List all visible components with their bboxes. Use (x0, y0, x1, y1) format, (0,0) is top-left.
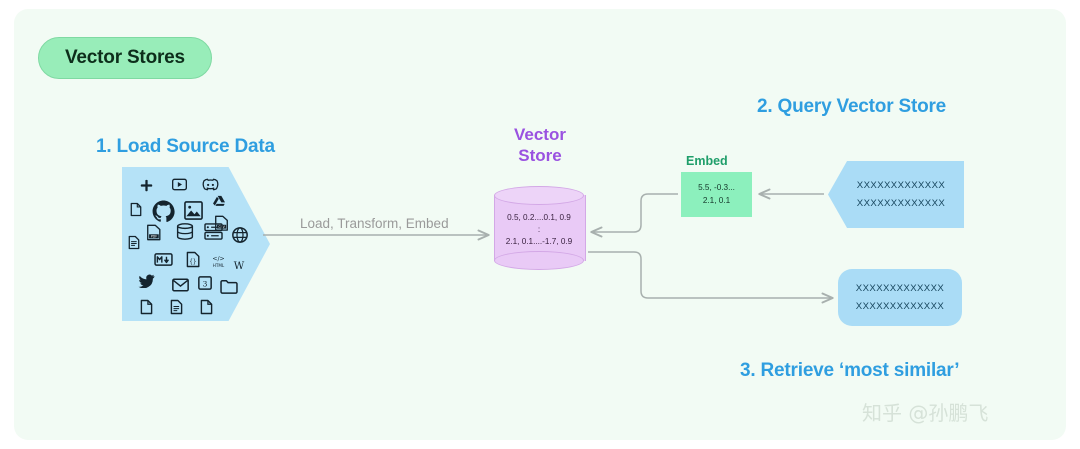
svg-text:PDF: PDF (151, 235, 158, 239)
markdown-icon (154, 253, 173, 266)
result-text-line-2: XXXXXXXXXXXXX (855, 300, 945, 312)
doc-icon-1 (140, 299, 153, 315)
query-input-shape: XXXXXXXXXXXXX XXXXXXXXXXXXX (828, 161, 964, 228)
embed-vector-line-2: 2.1, 0.1 (702, 195, 731, 205)
heading-load-source-data: 1. Load Source Data (96, 136, 275, 157)
vector-store-title-line1: Vector (514, 125, 566, 144)
image-icon (184, 201, 203, 220)
retrieved-result-text: XXXXXXXXXXXXX XXXXXXXXXXXXX (856, 280, 944, 315)
cylinder-vector-ellipsis: : (537, 224, 541, 234)
folder-icon (220, 279, 238, 294)
cylinder-body (494, 195, 586, 261)
text-file-icon (128, 235, 140, 250)
discord-icon (202, 178, 219, 191)
server-icon (204, 223, 223, 240)
cylinder-top (494, 186, 584, 205)
svg-text:HTML: HTML (213, 263, 225, 268)
embed-vector: 5.5, -0.3... 2.1, 0.1 (698, 182, 735, 207)
vector-store-cylinder: 0.5, 0.2....0.1, 0.9 : 2.1, 0.1....-1.7,… (494, 186, 586, 270)
html-icon: </>HTML (210, 254, 227, 269)
embed-label: Embed (686, 154, 728, 168)
vector-store-title-line2: Store (518, 146, 562, 166)
cylinder-bottom (494, 251, 584, 270)
svg-text:3: 3 (203, 279, 208, 288)
wikipedia-icon: W (232, 259, 246, 272)
svg-text:</>: </> (212, 256, 224, 263)
embed-box: 5.5, -0.3... 2.1, 0.1 (681, 172, 752, 217)
figma-icon (140, 179, 153, 192)
evernote-icon: 3 (198, 276, 212, 290)
cylinder-vector-row-1: 0.5, 0.2....0.1, 0.9 (507, 213, 571, 222)
transform-arrow-label: Load, Transform, Embed (300, 216, 449, 231)
query-text-line-1: XXXXXXXXXXXXX (856, 179, 946, 191)
svg-text:{}: {} (189, 260, 196, 266)
page-title-pill: Vector Stores (38, 37, 212, 79)
google-drive-icon (213, 195, 226, 207)
source-data-hexagon: CSV PDF {} (122, 167, 270, 321)
file-blank-icon (130, 202, 142, 217)
doc-icon-2 (170, 299, 183, 315)
vector-store-title: Vector Store (494, 124, 586, 167)
result-text-line-1: XXXXXXXXXXXXX (855, 282, 945, 294)
database-icon (176, 223, 194, 240)
github-icon (152, 200, 175, 223)
json-file-icon: {} (186, 251, 200, 268)
youtube-icon (172, 178, 187, 191)
cylinder-vectors: 0.5, 0.2....0.1, 0.9 : 2.1, 0.1....-1.7,… (494, 212, 584, 248)
heading-retrieve-most-similar: 3. Retrieve ‘most similar’ (740, 360, 960, 381)
globe-icon (232, 227, 248, 243)
retrieved-result-shape: XXXXXXXXXXXXX XXXXXXXXXXXXX (838, 269, 962, 326)
watermark: 知乎 @孙鹏飞 (862, 401, 989, 425)
pdf-file-icon: PDF (146, 224, 162, 241)
query-text-line-2: XXXXXXXXXXXXX (856, 197, 946, 209)
email-icon (172, 278, 189, 292)
doc-icon-3 (200, 299, 213, 315)
source-icon-grid: CSV PDF {} (128, 175, 248, 315)
query-input-text: XXXXXXXXXXXXX XXXXXXXXXXXXX (847, 177, 945, 212)
cylinder-vector-row-2: 2.1, 0.1....-1.7, 0.9 (505, 236, 573, 246)
svg-text:W: W (234, 261, 245, 272)
embed-vector-line-1: 5.5, -0.3... (698, 183, 735, 193)
twitter-icon (138, 274, 155, 288)
heading-query-vector-store: 2. Query Vector Store (757, 96, 947, 117)
